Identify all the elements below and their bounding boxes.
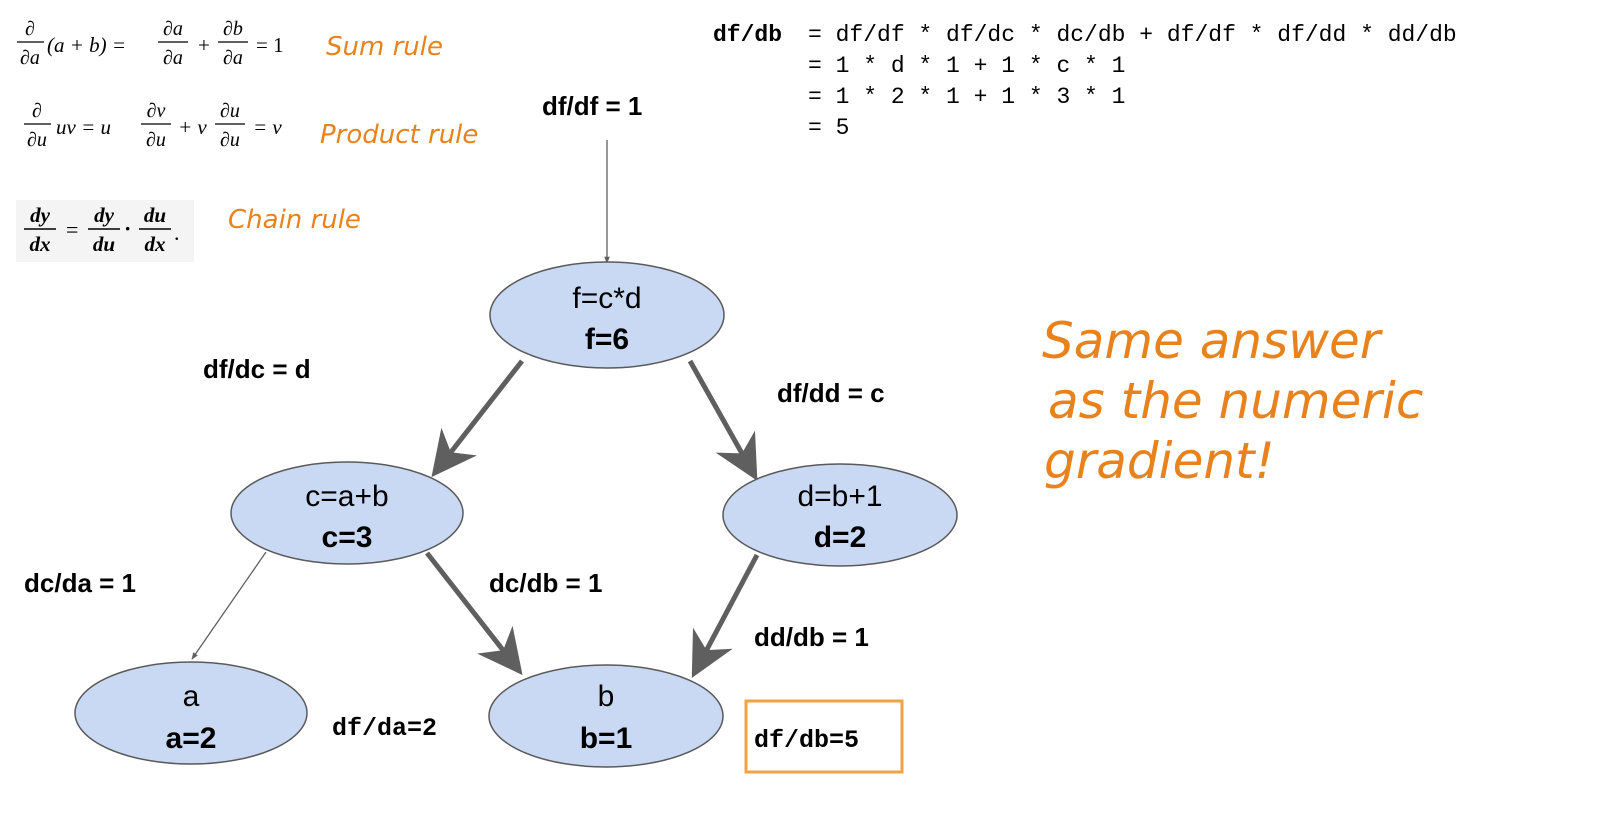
node-b: b b=1 [488, 664, 724, 768]
sum-lhs-num: ∂ [25, 18, 35, 40]
result-df-da: df/da=2 [332, 714, 437, 743]
sum-rule: ∂ ∂a (a + b) = ∂a ∂a + ∂b ∂a = 1 Sum rul… [17, 18, 443, 69]
sum-lhs-den: ∂a [20, 47, 40, 69]
product-lhs-expr: uv = u [56, 115, 111, 139]
sum-rule-label: Sum rule [326, 32, 443, 62]
node-a: a a=2 [74, 661, 308, 765]
node-c-shape [230, 461, 464, 565]
node-c-value: c=3 [322, 521, 373, 554]
edge-label-dc-db: dc/db = 1 [489, 568, 602, 598]
node-a-shape [74, 661, 308, 765]
edge-c-to-b [425, 551, 523, 676]
edge-label-df-dd: df/dd = c [777, 378, 885, 408]
node-d: d=b+1 d=2 [722, 463, 958, 567]
edge-d-to-b [691, 553, 760, 678]
node-d-value: d=2 [814, 521, 867, 554]
edge-label-dd-db: dd/db = 1 [754, 622, 869, 652]
node-f: f=c*d f=6 [489, 261, 725, 369]
product-t1-num: ∂v [147, 100, 166, 122]
node-f-title: f=c*d [572, 282, 641, 315]
derivation-line-4: = 5 [808, 115, 849, 141]
derivation-block: df/db = df/df * df/dc * dc/db + df/df * … [713, 22, 1457, 141]
product-lhs-num: ∂ [32, 100, 42, 122]
node-d-title: d=b+1 [797, 480, 882, 513]
sum-t2-den: ∂a [223, 47, 243, 69]
note-line-1: Same answer [1042, 312, 1384, 370]
chain-rule-label: Chain rule [228, 205, 361, 235]
chain-rule-background [16, 200, 194, 262]
product-rule: ∂ ∂u uv = u ∂v ∂u + v ∂u ∂u = v Product … [24, 100, 478, 151]
sum-result: = 1 [256, 33, 284, 57]
sum-t1-num: ∂a [163, 18, 183, 40]
node-a-value: a=2 [166, 722, 217, 755]
product-t2-num: ∂u [220, 100, 240, 122]
chain-t1-num: dy [94, 203, 115, 227]
chain-end: . [174, 220, 180, 245]
edge-label-df-dc: df/dc = d [203, 354, 311, 384]
chain-eq: = [66, 217, 78, 242]
node-c-title: c=a+b [305, 480, 388, 513]
edge-label-dc-da: dc/da = 1 [24, 568, 136, 598]
product-mid: + v [178, 115, 207, 139]
node-a-title: a [183, 680, 200, 713]
top-gradient-label: df/df = 1 [542, 91, 642, 121]
edge-f-to-d [687, 359, 758, 481]
node-d-shape [722, 463, 958, 567]
node-f-value: f=6 [585, 323, 629, 356]
note-line-3: gradient! [1044, 432, 1275, 490]
chain-t1-den: du [93, 232, 115, 256]
node-c: c=a+b c=3 [230, 461, 464, 565]
node-b-value: b=1 [580, 722, 633, 755]
chain-rule: dy dx = dy du · du dx . Chain rule [16, 200, 361, 262]
note-line-2: as the numeric [1048, 372, 1423, 430]
result-df-db: df/db=5 [754, 726, 859, 755]
chain-t2-num: du [144, 203, 166, 227]
product-lhs-den: ∂u [27, 129, 47, 151]
chain-dot: · [124, 216, 131, 241]
chain-lhs-num: dy [30, 203, 51, 227]
handwritten-note: Same answer as the numeric gradient! [1042, 312, 1423, 490]
product-rule-label: Product rule [320, 120, 478, 150]
sum-lhs-expr: (a + b) = [47, 33, 126, 57]
derivation-line-2: = 1 * d * 1 + 1 * c * 1 [808, 53, 1125, 79]
node-f-shape [489, 261, 725, 369]
sum-t1-den: ∂a [163, 47, 183, 69]
derivation-line-1: = df/df * df/dc * dc/db + df/df * df/dd … [808, 22, 1457, 48]
derivation-line-3: = 1 * 2 * 1 + 1 * 3 * 1 [808, 84, 1125, 110]
result-highlight-box [744, 699, 904, 774]
edge-c-to-a [191, 551, 267, 660]
node-b-title: b [598, 680, 615, 713]
sum-plus: + [198, 33, 210, 57]
product-t2-den: ∂u [220, 129, 240, 151]
chain-lhs-den: dx [30, 232, 51, 256]
graph-edges [191, 140, 760, 678]
edge-f-to-c [431, 359, 524, 478]
product-result: = v [253, 115, 282, 139]
chain-t2-den: dx [145, 232, 166, 256]
node-b-shape [488, 664, 724, 768]
product-t1-den: ∂u [146, 129, 166, 151]
sum-t2-num: ∂b [223, 18, 243, 40]
derivation-lhs: df/db [713, 22, 782, 48]
